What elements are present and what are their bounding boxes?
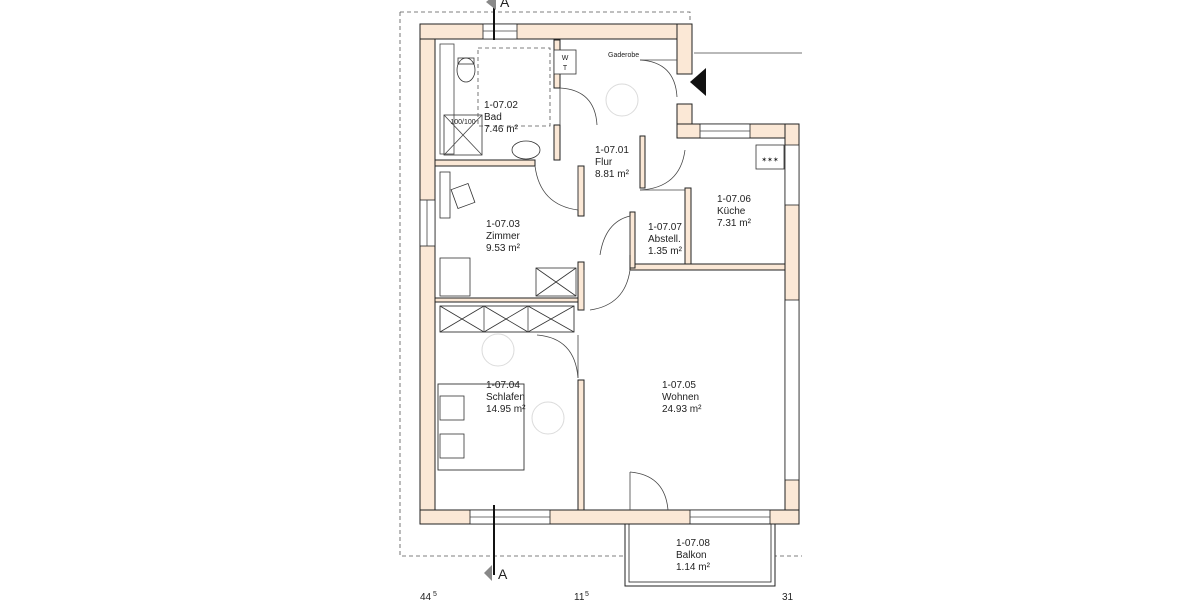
dimension-label: 31 — [782, 592, 794, 600]
room-label-kueche: 1-07.06 Küche 7.31 m² — [717, 194, 752, 229]
room-name: Küche — [717, 206, 746, 217]
room-label-flur: 1-07.01 Flur 8.81 m² — [595, 145, 630, 180]
section-label-top: A — [500, 0, 510, 10]
stove-icon: ✶✶✶ — [755, 144, 785, 170]
room-id: 1-07.01 — [595, 145, 629, 156]
room-name: Flur — [595, 157, 613, 168]
room-label-schlafen: 1-07.04 Schlafen 14.95 m² — [486, 380, 526, 415]
dryer-label: T — [563, 65, 568, 72]
room-area: 8.81 m² — [595, 169, 630, 180]
room-area: 7.46 m² — [484, 124, 519, 135]
sink-icon — [511, 140, 541, 160]
section-marker-top: A — [486, 0, 510, 40]
room-name: Zimmer — [486, 231, 521, 242]
shower-label: 100/100 — [450, 119, 475, 126]
gaderobe-label: Gaderobe — [608, 52, 639, 59]
exterior-walls — [419, 23, 800, 525]
bath-fixtures — [439, 43, 577, 160]
room-area: 24.93 m² — [662, 404, 702, 415]
room-area: 1.35 m² — [648, 246, 683, 257]
room-id: 1-07.02 — [484, 100, 518, 111]
balcony-outline — [624, 523, 776, 587]
room-name: Schlafen — [486, 392, 525, 403]
dimension-label: 11 — [574, 592, 585, 600]
room-area: 14.95 m² — [486, 404, 526, 415]
room-name: Wohnen — [662, 392, 699, 403]
interior-walls — [434, 39, 786, 511]
room-label-zimmer: 1-07.03 Zimmer 9.53 m² — [486, 219, 521, 254]
room-name: Balkon — [676, 550, 707, 561]
room-id: 1-07.08 — [676, 538, 710, 549]
room-label-balkon: 1-07.08 Balkon 1.14 m² — [676, 538, 711, 573]
dimension-label: 5 — [433, 591, 437, 598]
toilet-icon — [456, 57, 476, 83]
washer-dryer-icon — [553, 49, 577, 75]
furniture: ✶✶✶ — [437, 144, 785, 471]
washer-label: W — [562, 55, 569, 62]
section-label-bottom: A — [498, 566, 508, 582]
bed — [437, 383, 525, 471]
property-boundary — [399, 11, 802, 557]
windows — [419, 23, 800, 525]
room-label-wohnen: 1-07.05 Wohnen 24.93 m² — [662, 380, 702, 415]
section-marker-bottom: A — [484, 505, 508, 582]
dimension-labels: 44 5 11 5 31 — [420, 591, 794, 600]
room-id: 1-07.06 — [717, 194, 751, 205]
room-id: 1-07.05 — [662, 380, 696, 391]
room-id: 1-07.03 — [486, 219, 520, 230]
svg-text:✶✶✶: ✶✶✶ — [761, 156, 779, 164]
room-area: 9.53 m² — [486, 243, 521, 254]
room-label-bad: 1-07.02 Bad 7.46 m² — [484, 100, 519, 135]
entrance-arrow-icon — [690, 68, 706, 96]
watermark-icons — [481, 83, 639, 435]
room-label-abstell: 1-07.07 Abstell. 1.35 m² — [648, 222, 683, 257]
room-area: 7.31 m² — [717, 218, 752, 229]
room-id: 1-07.04 — [486, 380, 520, 391]
room-name: Bad — [484, 112, 502, 123]
dimension-label: 5 — [585, 591, 589, 598]
room-id: 1-07.07 — [648, 222, 682, 233]
dimension-label: 44 — [420, 592, 432, 600]
room-area: 1.14 m² — [676, 562, 711, 573]
room-name: Abstell. — [648, 234, 681, 245]
doors — [534, 59, 686, 511]
wardrobe — [439, 305, 575, 333]
